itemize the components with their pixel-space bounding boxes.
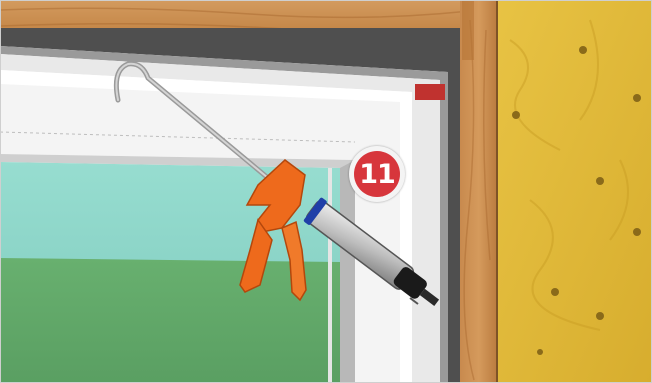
step-number: 11 — [354, 151, 400, 197]
insulation-panel — [495, 0, 652, 383]
red-corner-seal — [415, 84, 445, 100]
step-number-badge: 11 — [349, 146, 405, 202]
